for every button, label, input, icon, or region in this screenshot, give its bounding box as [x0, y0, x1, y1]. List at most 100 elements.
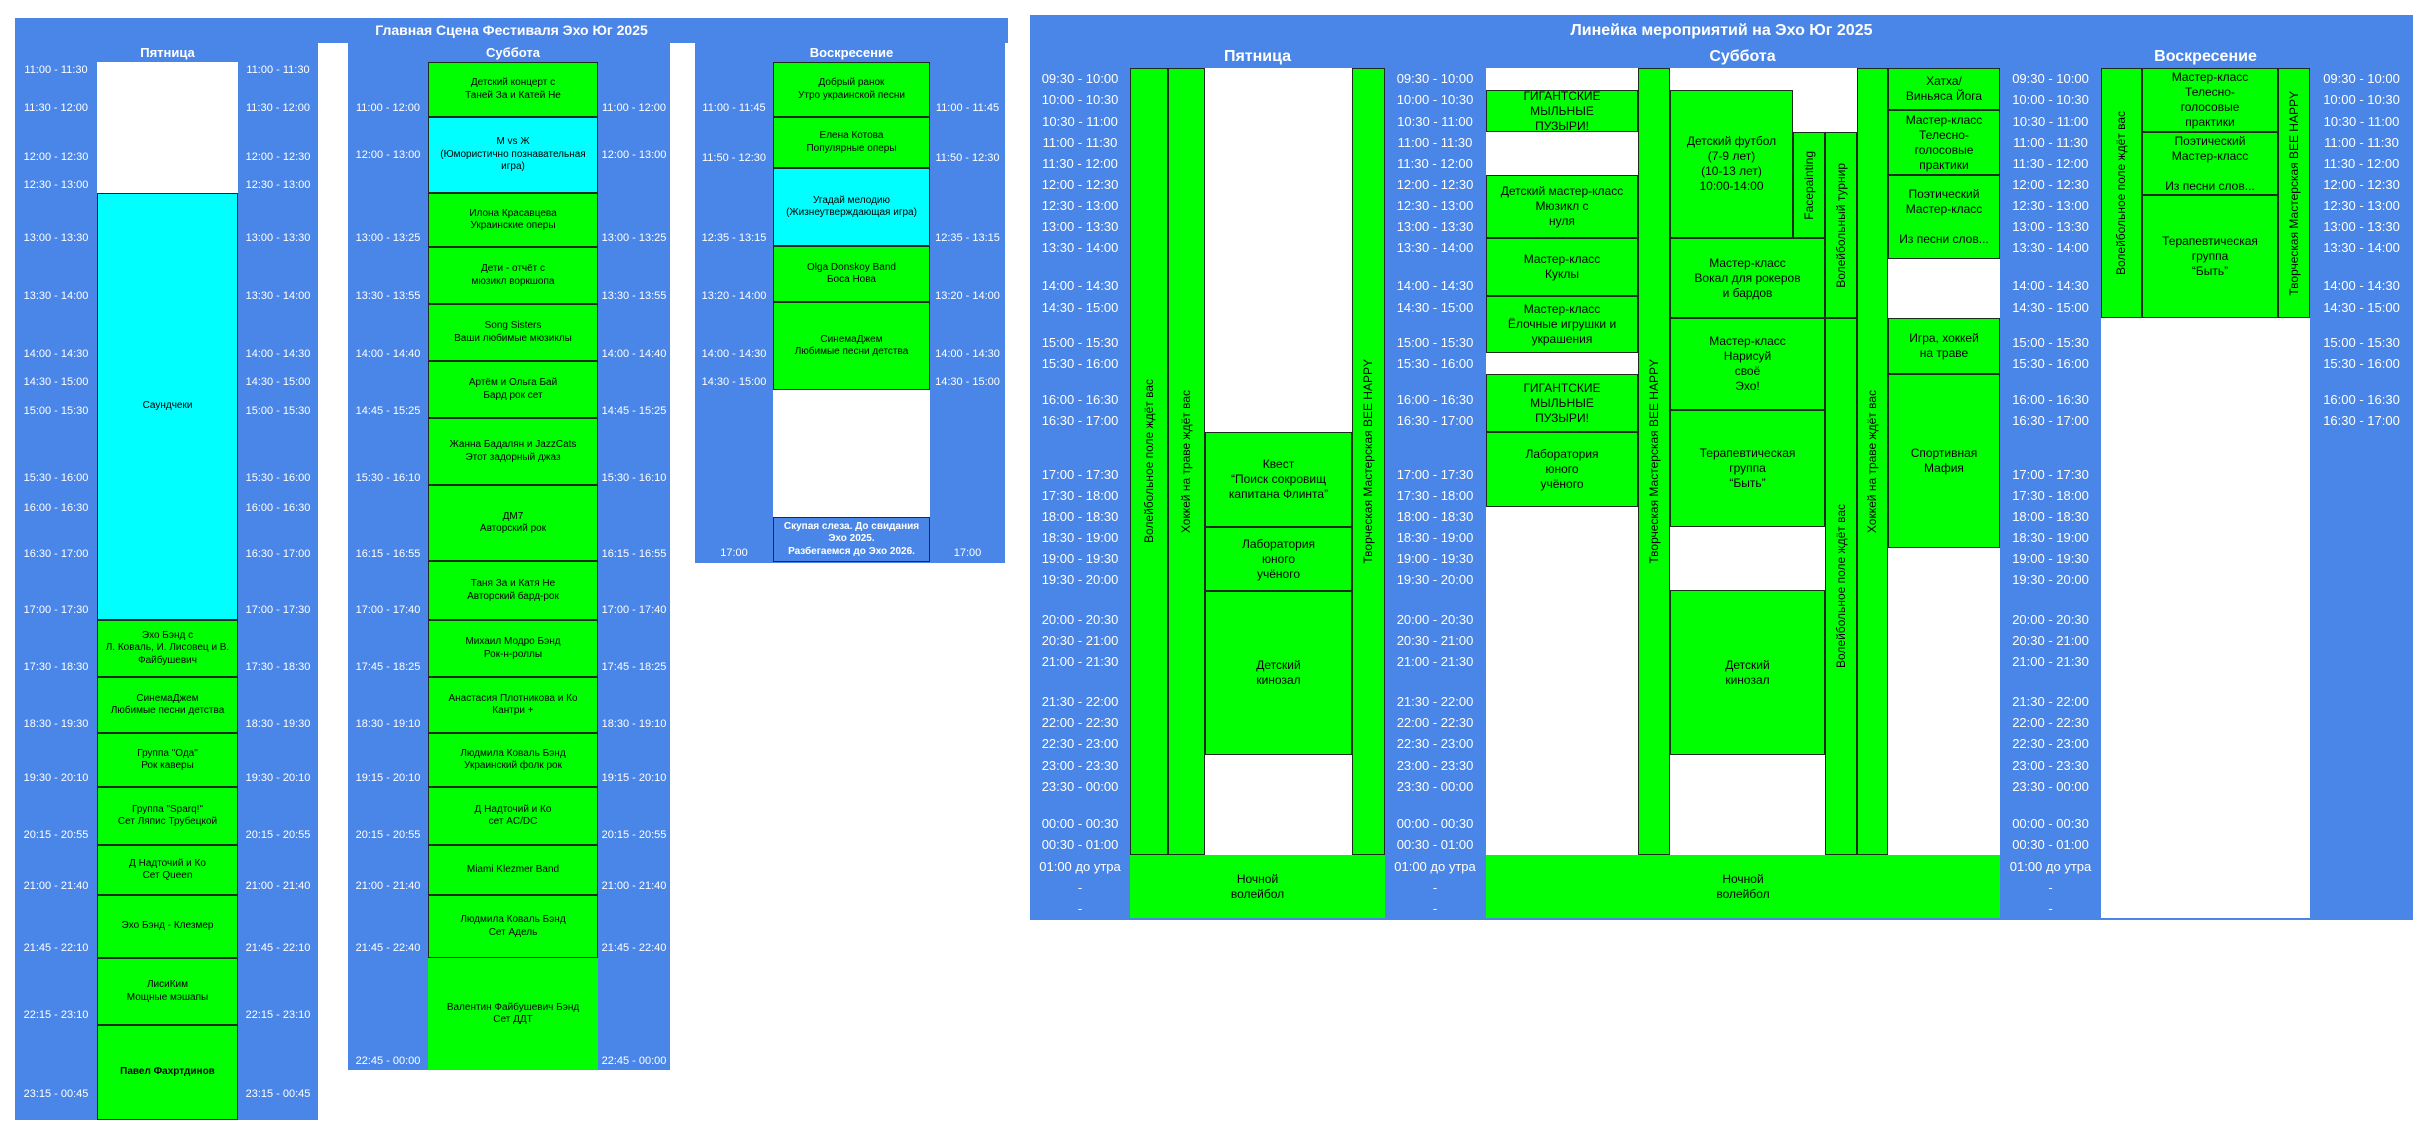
activity-block[interactable]: Хоккей на траве ждёт вас [1857, 68, 1888, 855]
activity-block[interactable]: Волейбольный турнир [1825, 132, 1857, 318]
activity-block[interactable]: Мастер-класс Телесно- голосовые практики [1888, 110, 2000, 175]
time-label: 17:00 [953, 547, 982, 559]
activity-block[interactable]: Волейбольное поле ждёт вас [1130, 68, 1168, 855]
time-label: 01:00 до утра [1394, 859, 1476, 874]
time-label: 09:30 - 10:00 [2323, 71, 2400, 86]
time-label: 13:00 - 13:25 [355, 232, 421, 244]
time-label: 09:30 - 10:00 [1396, 71, 1474, 86]
performance-block[interactable]: Эхо Бэнд с Л. Коваль, И. Лисовец и В. Фа… [97, 620, 238, 677]
activity-block[interactable]: Детский футбол (7-9 лет) (10-13 лет) 10:… [1670, 90, 1793, 238]
time-label: 20:00 - 20:30 [1396, 612, 1474, 627]
activity-block[interactable]: Волейбольное поле ждёт вас [2101, 68, 2142, 318]
activity-block[interactable]: Творческая Мастерская BEE HAPPY [2278, 68, 2310, 318]
performance-block[interactable]: Артём и Ольга Бай Бард рок сет [428, 361, 598, 418]
time-label: 12:00 - 13:00 [601, 149, 667, 161]
activity-block[interactable]: Терапевтическая группа “Быть” [2142, 195, 2278, 318]
time-label: 13:20 - 14:00 [701, 290, 767, 302]
performance-block[interactable]: Илона Красавцева Украинские оперы [428, 193, 598, 247]
performance-block[interactable]: ДМ7 Авторский рок [428, 485, 598, 561]
time-label: - [1432, 901, 1438, 916]
performance-block[interactable]: СинемаДжем Любимые песни детства [97, 677, 238, 733]
time-label: 17:00 - 17:30 [245, 604, 311, 616]
activity-block[interactable]: Терапевтическая группа “Быть” [1670, 410, 1825, 527]
activity-block[interactable]: Хатха/ Виньяса Йога [1888, 68, 2000, 110]
performance-block[interactable]: Olga Donskoy Band Боса Нова [773, 246, 930, 302]
activity-block[interactable]: Ночной волейбол [1130, 855, 1385, 918]
activity-block[interactable]: ГИГАНТСКИЕ МЫЛЬНЫЕ ПУЗЫРИ! [1486, 374, 1638, 432]
performance-block[interactable]: Елена Котова Популярные оперы [773, 117, 930, 168]
time-label: 23:15 - 00:45 [23, 1088, 89, 1100]
activity-block[interactable]: Детский кинозал [1670, 590, 1825, 755]
empty-slot [1486, 353, 1638, 374]
activity-block[interactable]: Ночной волейбол [1486, 855, 2000, 918]
activity-block[interactable]: Квест “Поиск сокровищ капитана Флинта” [1205, 432, 1352, 527]
performance-block[interactable]: Дети - отчёт с мюзикл воркшопа [428, 247, 598, 304]
performance-block[interactable]: Miami Klezmer Band [428, 845, 598, 895]
performance-block[interactable]: Людмила Коваль Бэнд Украинский фолк рок [428, 733, 598, 787]
time-label: 22:00 - 22:30 [1396, 715, 1474, 730]
performance-block[interactable]: Группа "Ода" Рок каверы [97, 733, 238, 787]
performance-block[interactable]: Детский концерт с Таней За и Катей Не [428, 62, 598, 117]
activity-block[interactable]: Мастер-класс Вокал для рокеров и бардов [1670, 238, 1825, 318]
time-label: 14:30 - 15:00 [2012, 300, 2089, 315]
activity-block[interactable]: Мастер-класс Ёлочные игрушки и украшения [1486, 296, 1638, 353]
day-header: Суббота [1709, 48, 1776, 65]
performance-block[interactable]: Жанна Бадалян и JazzCats Этот задорный д… [428, 418, 598, 485]
activity-block[interactable]: Поэтический Мастер-класс Из песни слов..… [2142, 132, 2278, 195]
time-label: 18:30 - 19:10 [601, 718, 667, 730]
performance-block[interactable]: Song Sisters Ваши любимые мюзиклы [428, 304, 598, 361]
time-label: 13:00 - 13:30 [1396, 219, 1474, 234]
time-label: 15:30 - 16:10 [355, 472, 421, 484]
time-label: 17:00 - 17:30 [1396, 467, 1474, 482]
activity-block[interactable]: Детский кинозал [1205, 591, 1352, 755]
activity-block[interactable]: Детский мастер-класс Мюзикл с нуля [1486, 175, 1638, 238]
time-label: 15:00 - 15:30 [2012, 335, 2089, 350]
time-label: 16:30 - 17:00 [2323, 413, 2400, 428]
time-label: - [2048, 880, 2053, 895]
time-label: 15:30 - 16:00 [1396, 356, 1474, 371]
activity-block[interactable]: ГИГАНТСКИЕ МЫЛЬНЫЕ ПУЗЫРИ! [1486, 90, 1638, 132]
time-label: - [2048, 901, 2053, 916]
activity-block[interactable]: Мастер-класс Нарисуй своё Эхо! [1670, 318, 1825, 410]
time-label: 13:30 - 14:00 [2012, 240, 2089, 255]
activity-block[interactable]: Мастер-класс Телесно- голосовые практики [2142, 68, 2278, 132]
performance-block[interactable]: Скупая слеза. До свидания Эхо 2025. Разб… [773, 517, 930, 562]
performance-block[interactable]: Павел Фахртдинов [97, 1025, 238, 1120]
performance-block[interactable]: Угадай мелодию (Жизнеутверждающая игра) [773, 168, 930, 246]
activity-block[interactable]: Лаборатория юного учёного [1486, 432, 1638, 507]
time-label: 21:45 - 22:10 [245, 942, 311, 954]
performance-block[interactable]: Эхо Бэнд - Клезмер [97, 895, 238, 958]
activity-block[interactable]: Facepainting [1793, 132, 1825, 238]
performance-block[interactable]: Людмила Коваль Бэнд Сет Адель [428, 895, 598, 958]
empty-slot [1888, 548, 2000, 855]
activity-block[interactable]: Спортивная Мафия [1888, 374, 2000, 548]
time-label: 11:30 - 12:00 [2012, 156, 2089, 171]
time-label: 21:00 - 21:40 [23, 880, 89, 892]
performance-block[interactable]: СинемаДжем Любимые песни детства [773, 302, 930, 390]
performance-block[interactable]: Группа "Sparq!" Сет Ляпис Трубецкой [97, 787, 238, 845]
day-header: Суббота [486, 45, 540, 60]
performance-block[interactable]: Д Надточий и Ко Сет Queen [97, 845, 238, 895]
activity-block[interactable]: Лаборатория юного учёного [1205, 527, 1352, 591]
performance-block[interactable]: ЛисиКим Мощные мэшапы [97, 958, 238, 1025]
performance-block[interactable]: Добрый ранок Утро украинской песни [773, 62, 930, 117]
empty-slot [1670, 755, 1825, 855]
performance-block[interactable]: Саундчеки [97, 193, 238, 620]
activity-block[interactable]: Хоккей на траве ждёт вас [1168, 68, 1205, 855]
activity-block[interactable]: Игра, хоккей на траве [1888, 318, 2000, 374]
empty-slot [773, 390, 930, 517]
time-label: 14:45 - 15:25 [601, 405, 667, 417]
performance-block[interactable]: Анастасия Плотникова и Ко Кантри + [428, 677, 598, 733]
activity-block[interactable]: Волейбольное поле ждёт вас [1825, 318, 1857, 855]
performance-block[interactable]: M vs Ж (Юмористично познавательная игра) [428, 117, 598, 193]
day-header: Пятница [1223, 48, 1292, 65]
activity-block[interactable]: Творческая Мастерская BEE HAPPY [1638, 68, 1670, 855]
event-label: Творческая Мастерская BEE HAPPY [1646, 359, 1661, 564]
performance-block[interactable]: Таня За и Катя Не Авторский бард-рок [428, 561, 598, 620]
activity-block[interactable]: Мастер-класс Куклы [1486, 238, 1638, 296]
activity-block[interactable]: Творческая Мастерская BEE HAPPY [1352, 68, 1385, 855]
performance-block[interactable]: Михаил Модро Бэнд Рок-н-роллы [428, 620, 598, 677]
performance-block[interactable]: Д Надточий и Ко сет AC/DC [428, 787, 598, 845]
activity-block[interactable]: Поэтический Мастер-класс Из песни слов..… [1888, 175, 2000, 259]
performance-block[interactable]: Валентин Файбушевич Бэнд Сет ДДТ [428, 958, 598, 1070]
